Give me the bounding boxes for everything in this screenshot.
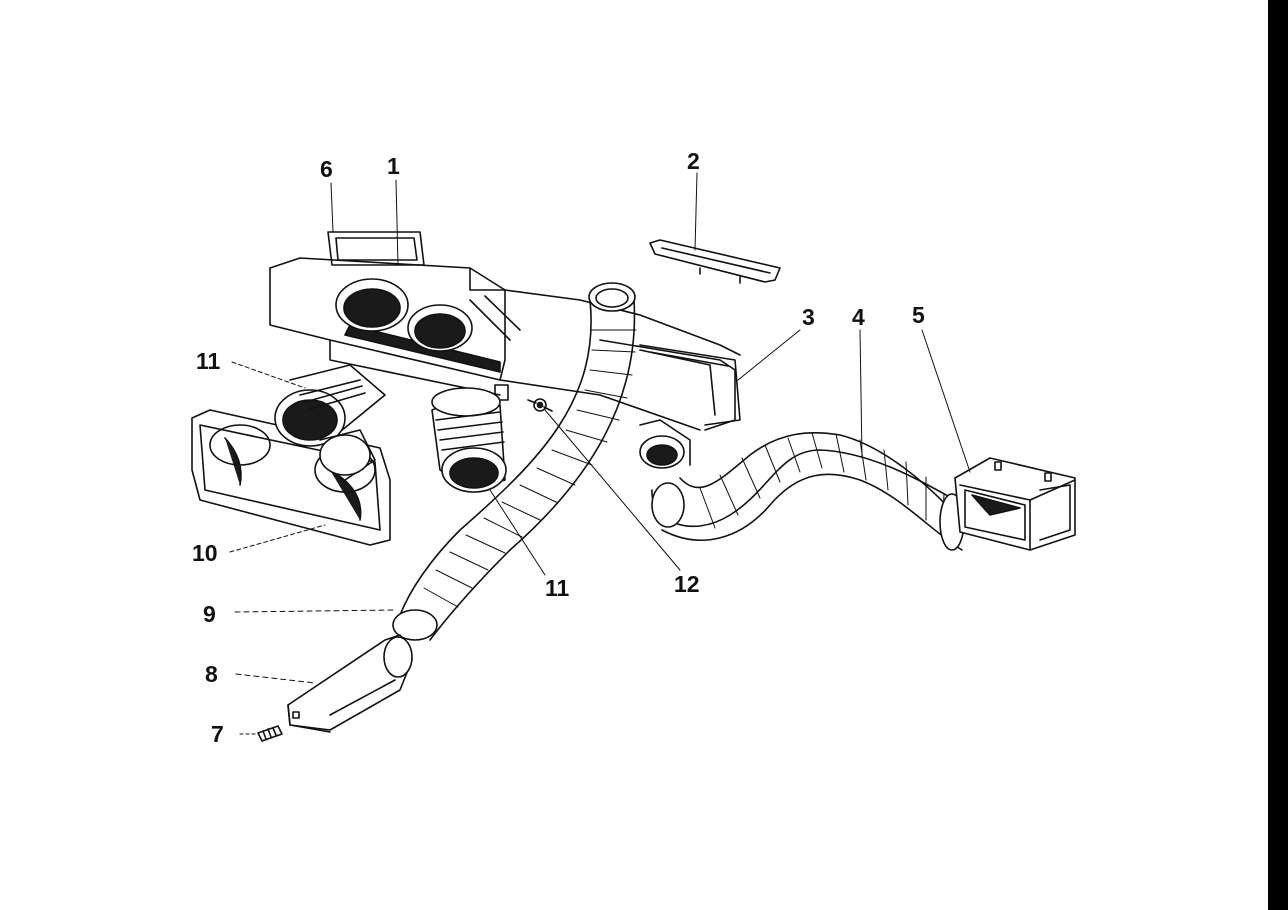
callout-11-right: 11 <box>545 575 570 601</box>
leader-8 <box>235 673 316 684</box>
leader-2 <box>694 172 698 251</box>
leader-11a <box>231 361 306 389</box>
callout-1: 1 <box>387 153 400 179</box>
leader-12 <box>544 409 681 571</box>
callout-9: 9 <box>203 601 216 627</box>
part-1-air-distributor-housing <box>270 258 740 468</box>
leader-lines <box>229 172 971 735</box>
callout-5: 5 <box>912 302 925 328</box>
leader-6 <box>330 182 334 233</box>
callout-10: 10 <box>192 540 218 566</box>
leader-11b <box>489 489 546 576</box>
part-3-gasket-frame <box>640 345 740 425</box>
part-2-grille-strip <box>650 240 780 283</box>
part-5-outlet-vent <box>955 458 1075 550</box>
callout-8: 8 <box>205 661 218 687</box>
callout-2: 2 <box>687 148 700 174</box>
leader-3 <box>737 329 801 381</box>
leader-5 <box>921 329 971 473</box>
callout-6: 6 <box>320 156 333 182</box>
part-4-flex-hose <box>652 433 964 550</box>
edge-bar <box>1268 0 1288 910</box>
leader-10 <box>229 524 326 553</box>
leader-4 <box>859 329 863 459</box>
part-11-short-hose-left <box>275 365 385 480</box>
leader-9 <box>234 609 396 613</box>
part-7-screw <box>258 726 282 741</box>
part-11-short-hose-right <box>432 388 506 492</box>
callout-4: 4 <box>852 304 865 330</box>
callout-7: 7 <box>211 721 224 747</box>
callout-11-left: 11 <box>196 348 221 374</box>
callout-12: 12 <box>674 571 700 597</box>
part-9-long-hose <box>393 283 636 640</box>
part-12-screw <box>528 398 552 412</box>
leader-1 <box>395 179 399 266</box>
part-8-elbow-adapter <box>288 635 412 732</box>
callout-3: 3 <box>802 304 815 330</box>
